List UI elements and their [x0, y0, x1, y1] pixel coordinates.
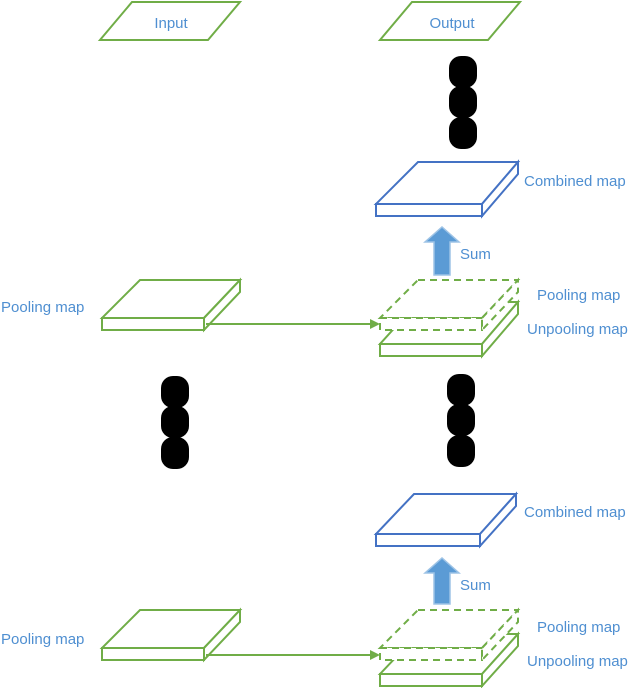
input-ellipsis: [161, 376, 189, 469]
input-pooling-map-2-label: Pooling map: [1, 631, 84, 648]
stack-1-pooling-label: Pooling map: [537, 287, 620, 304]
input-pooling-map-2: Pooling map: [1, 607, 243, 663]
sum-1-label: Sum: [460, 246, 491, 263]
combined-map-2: Combined map: [373, 491, 626, 549]
stack-1-unpooling-label: Unpooling map: [527, 321, 628, 338]
input-label: Input: [154, 15, 188, 32]
pool-unpool-stack-1: Pooling map Unpooling map: [377, 277, 628, 359]
output-node: Output: [377, 1, 523, 41]
output-label: Output: [429, 15, 475, 32]
input-node: Input: [97, 1, 243, 41]
sum-arrow-1: Sum: [423, 225, 491, 276]
pool-unpool-stack-2: Pooling map Unpooling map: [377, 607, 628, 688]
combined-map-1: Combined map: [373, 159, 626, 219]
stack-2-unpooling-label: Unpooling map: [527, 653, 628, 670]
input-pooling-map-1: Pooling map: [1, 277, 243, 333]
output-ellipsis-middle: [447, 374, 475, 467]
combined-map-1-label: Combined map: [524, 173, 626, 190]
input-pooling-map-1-label: Pooling map: [1, 299, 84, 316]
sum-arrow-2: Sum: [423, 556, 491, 605]
combined-map-2-label: Combined map: [524, 504, 626, 521]
output-ellipsis-top: [449, 56, 477, 149]
sum-2-label: Sum: [460, 577, 491, 594]
stack-2-pooling-label: Pooling map: [537, 619, 620, 636]
